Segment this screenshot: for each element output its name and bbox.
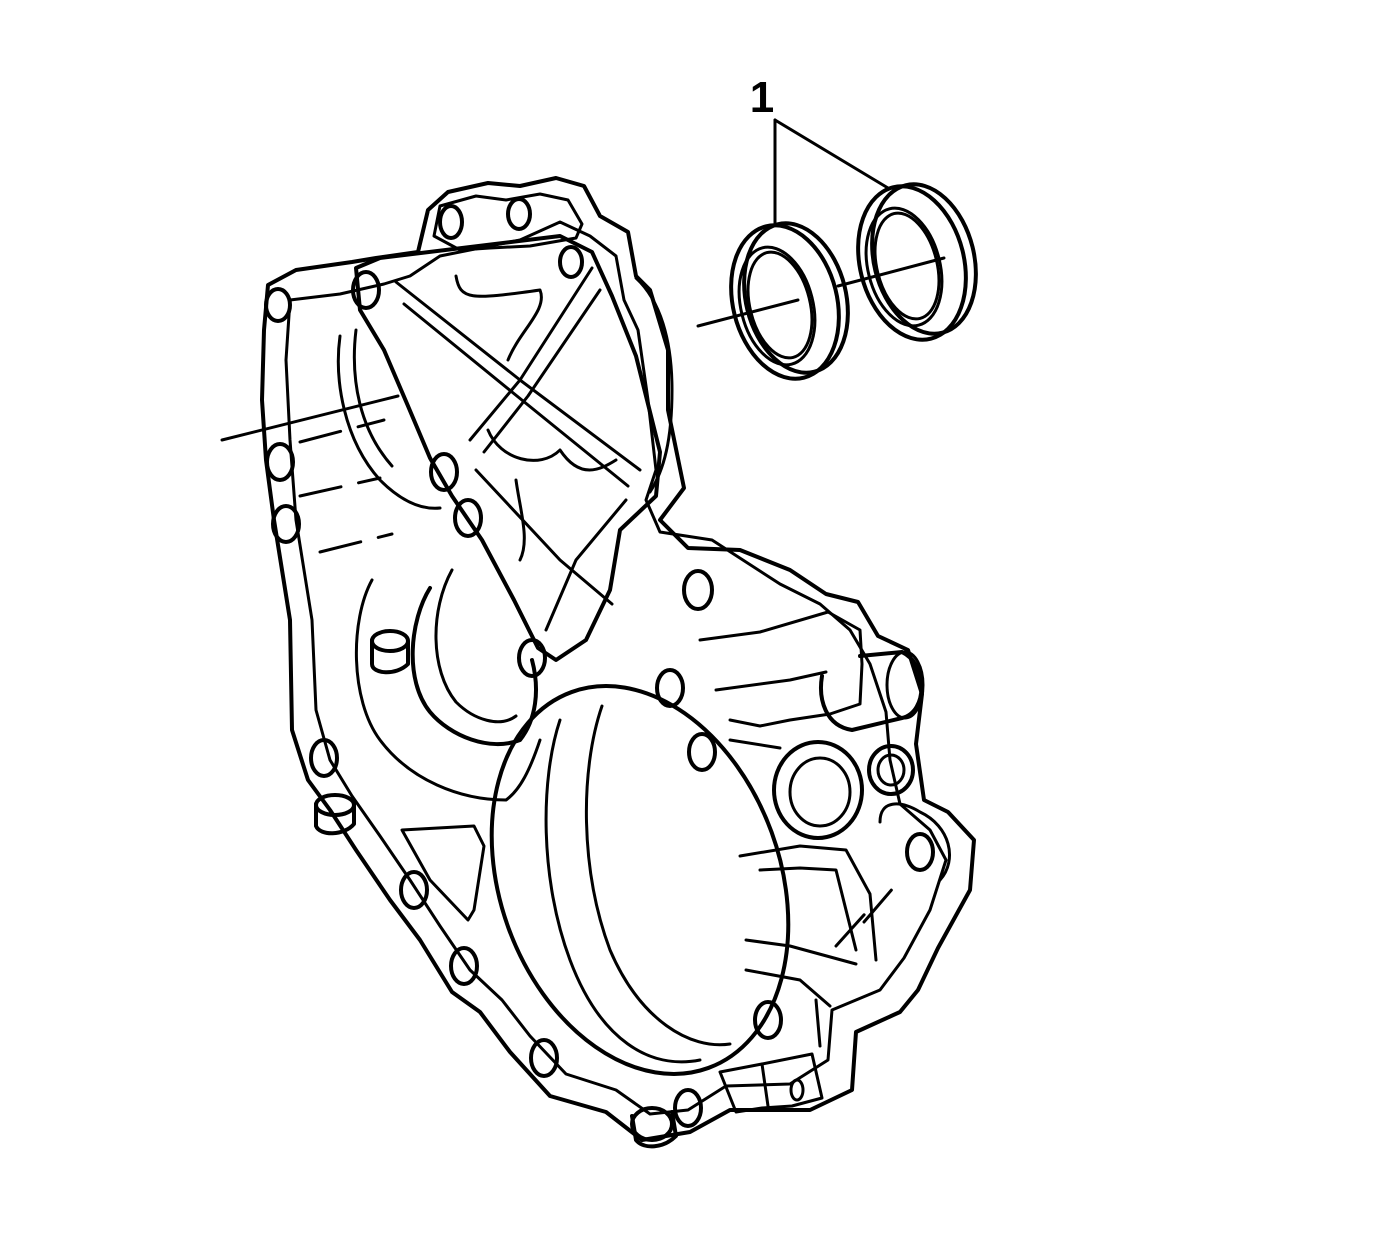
rib-web-curve-2	[514, 478, 526, 562]
bolt-hole	[655, 668, 685, 708]
bolt-hole	[429, 452, 459, 492]
rib-web-curve	[486, 428, 618, 472]
bottom-bracket-inner	[760, 1062, 770, 1108]
bolt-hole	[517, 638, 547, 678]
dowel-pin-left	[370, 638, 410, 675]
bolt-hole	[753, 1000, 783, 1040]
bearing-seat-flange	[354, 578, 542, 802]
bolt-hole	[687, 732, 717, 772]
bottom-bracket	[718, 1052, 824, 1114]
hidden-line	[862, 878, 902, 924]
right-rib-4	[744, 968, 832, 1008]
output-bore-step	[584, 704, 732, 1047]
bracket-hole	[789, 1078, 805, 1102]
dowel-pin-lower-top	[314, 793, 356, 817]
upper-shroud	[634, 276, 674, 494]
seal-rear-outer-face	[856, 184, 968, 342]
output-bore-outer	[489, 684, 791, 1076]
left-cavity-upper	[336, 334, 442, 510]
breather-port-outer	[772, 740, 864, 840]
rib-inner-arc	[454, 274, 543, 362]
rib-diagonal-a2	[402, 302, 630, 488]
bolt-holes	[264, 197, 935, 1128]
seal-front-outer-back	[742, 221, 850, 375]
centerline-left	[220, 394, 400, 442]
seal-front-outer-face	[729, 223, 841, 381]
rib-lower-a	[474, 468, 614, 606]
hidden-line	[834, 904, 874, 948]
dowel-pin-left-top	[370, 629, 410, 653]
small-port-outer	[867, 744, 915, 796]
lower-left-rib	[400, 824, 486, 922]
rib-diagonal-b2	[482, 288, 602, 454]
right-rib-3	[744, 938, 858, 966]
bearing-seat-outer	[410, 586, 538, 746]
bolt-hole	[399, 870, 429, 910]
bolt-hole	[558, 245, 584, 279]
hidden-line	[318, 532, 394, 554]
callout-1: 1	[750, 73, 890, 226]
rib-diagonal-a	[394, 280, 642, 472]
bolt-hole	[453, 498, 483, 538]
bolt-hole	[265, 442, 295, 482]
bolt-hole	[449, 946, 479, 986]
bolt-hole	[438, 204, 464, 240]
hidden-line	[298, 418, 386, 444]
top-mount-boss	[432, 192, 584, 252]
bolt-hole	[506, 197, 532, 231]
gasket-surface	[284, 220, 948, 1116]
output-bore-inner	[544, 718, 702, 1064]
bolt-hole	[351, 270, 381, 310]
leader-line-rear-seal	[773, 118, 890, 190]
breather-port-inner	[788, 756, 852, 828]
hidden-line	[298, 476, 382, 498]
small-port-inner	[876, 753, 906, 787]
port-boss	[698, 610, 864, 728]
centerline-seals	[836, 256, 946, 288]
bolt-hole	[905, 832, 935, 872]
right-rib-5	[814, 998, 822, 1048]
bolt-hole	[529, 1038, 559, 1078]
dowel-pin-lower	[314, 802, 356, 836]
callout-1-label: 1	[750, 73, 774, 122]
port-boss-inner	[714, 670, 828, 692]
right-rib-1	[738, 844, 878, 962]
dowel-pin-bottom	[630, 1110, 678, 1149]
rib-cover-plate	[354, 234, 662, 662]
cylinder-boss-end	[885, 650, 925, 720]
rib-diagonal-b	[468, 266, 594, 442]
transmission-housing	[260, 176, 976, 1149]
bolt-hole	[682, 569, 714, 611]
port-boss-inner-2	[728, 738, 782, 750]
rib-lower-b	[544, 498, 628, 632]
bolt-hole	[673, 1088, 703, 1128]
seal-rear-outer-back	[870, 182, 978, 336]
left-cavity-upper-inner	[352, 328, 394, 468]
bearing-seat-inner	[434, 568, 518, 724]
seal-front	[729, 221, 850, 381]
bolt-hole	[271, 504, 301, 544]
housing-outline	[260, 176, 976, 1142]
centerline-right	[696, 298, 800, 328]
right-lower-boss	[878, 802, 951, 882]
seal-rear	[856, 182, 978, 342]
right-rib-2	[758, 866, 858, 952]
bolt-hole	[309, 738, 339, 778]
bolt-hole	[264, 287, 292, 323]
dowel-pin-bottom-top	[630, 1106, 674, 1142]
